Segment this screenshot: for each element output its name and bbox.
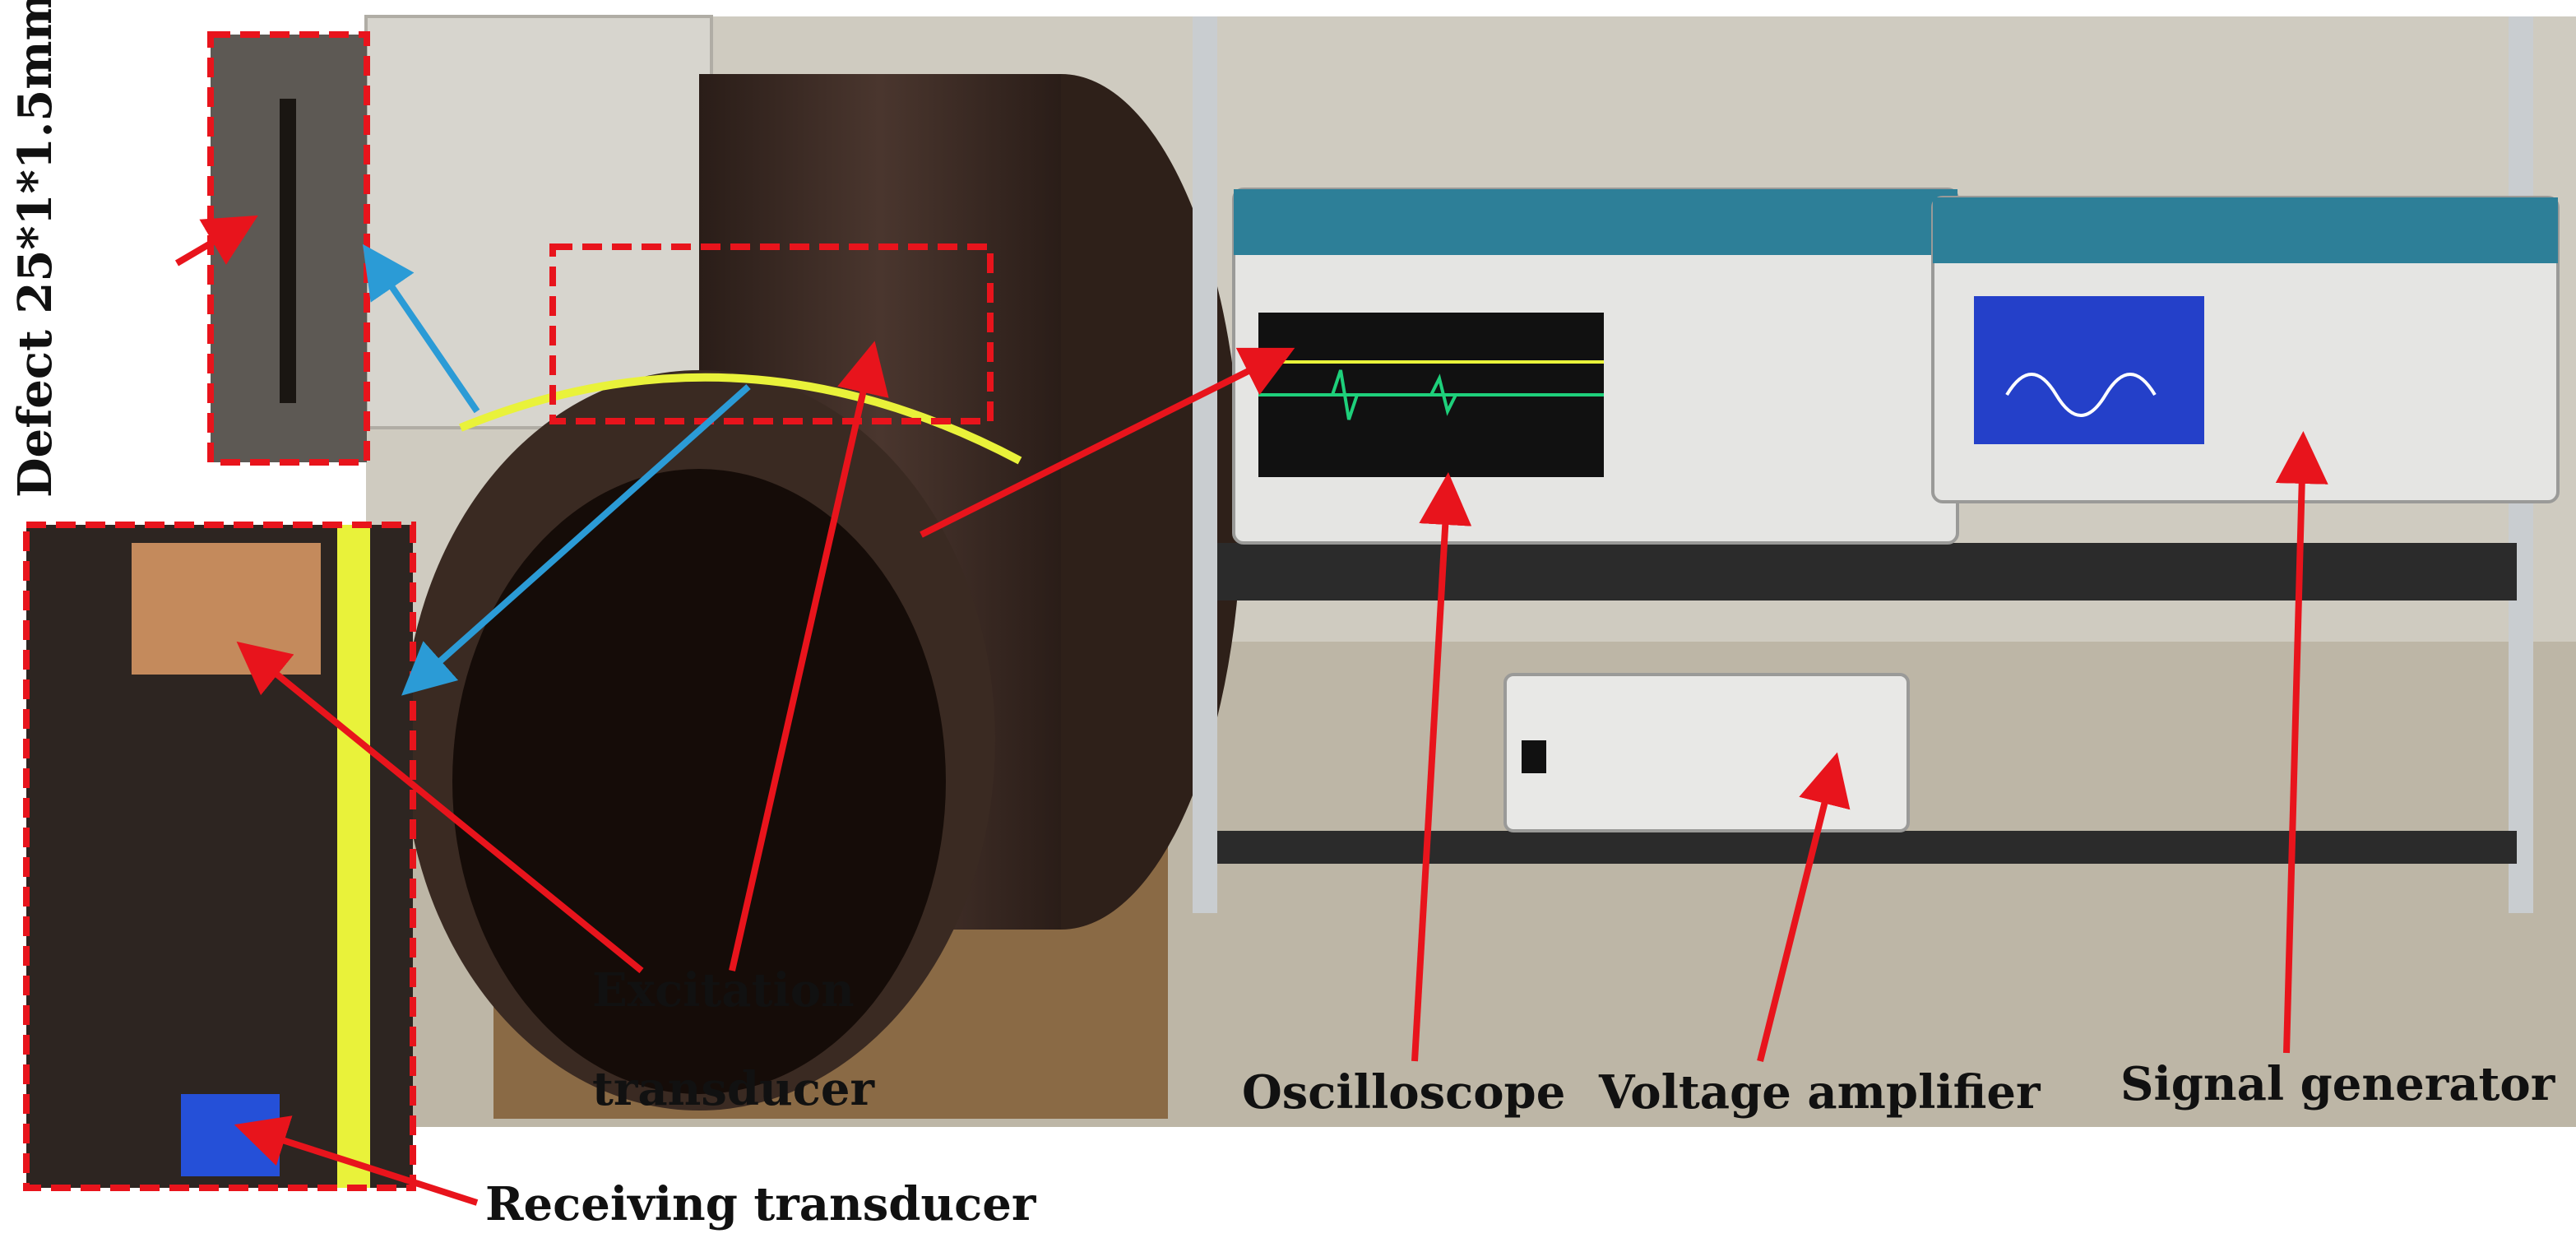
voltage-amplifier-label: Voltage amplifier: [1599, 1065, 2041, 1120]
arrow-defect: [174, 215, 258, 267]
arrow-excitation-pipe: [729, 341, 889, 971]
signal-generator-device: [1931, 196, 2560, 503]
blue-pointer-defect: [362, 243, 480, 414]
excitation-highlight-box: [549, 243, 994, 424]
arrow-pipe-to-scope: [920, 347, 1295, 538]
steel-pipe: [403, 74, 1242, 1111]
transducer-inset: [23, 522, 416, 1191]
arrow-generator: [2275, 431, 2328, 1054]
blue-pointer-transducer: [401, 384, 751, 696]
oscilloscope-device: [1232, 188, 1959, 545]
arrow-excitation-inset: [236, 641, 644, 974]
voltage-amplifier-device: [1503, 673, 1910, 832]
defect-inset: [207, 31, 370, 466]
defect-label: Defect 25*1*1.5mm: [8, 0, 63, 498]
cabinet: [364, 15, 713, 429]
signal-generator-label: Signal generator: [2120, 1057, 2555, 1111]
oscilloscope-label: Oscilloscope: [1242, 1065, 1566, 1120]
receiving-transducer-label: Receiving transducer: [485, 1177, 1036, 1231]
excitation-label-line1: Excitation: [592, 963, 855, 1018]
arrow-amplifier: [1757, 752, 1851, 1062]
excitation-label-line2: transducer: [592, 1062, 874, 1116]
arrow-receiving: [234, 1115, 479, 1206]
arrow-oscilloscope: [1411, 472, 1472, 1062]
